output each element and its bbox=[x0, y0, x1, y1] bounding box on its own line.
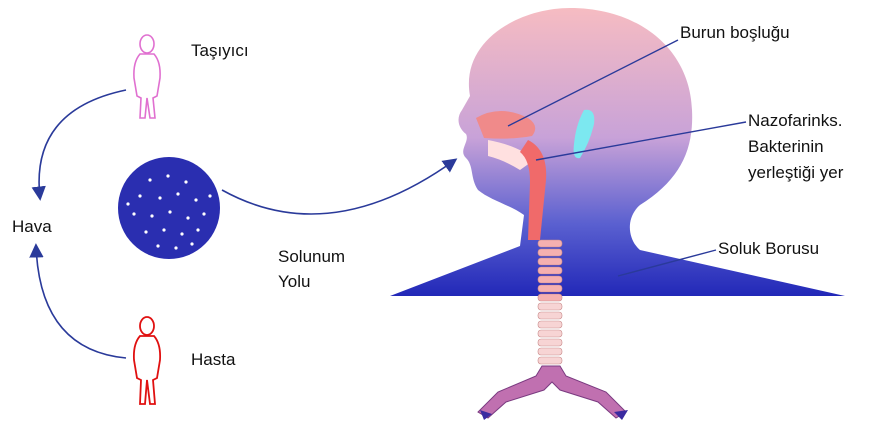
droplet-speck bbox=[144, 230, 147, 233]
droplet-speck bbox=[190, 242, 193, 245]
trachea-ring bbox=[538, 321, 562, 328]
droplet-speck bbox=[166, 174, 169, 177]
droplet-speck bbox=[148, 178, 151, 181]
droplet-speck bbox=[126, 202, 129, 205]
trachea-ring bbox=[538, 285, 562, 292]
label-nasopharynx-3: yerleştiği yer bbox=[748, 162, 843, 184]
trachea-ring bbox=[538, 339, 562, 346]
trachea-ring bbox=[538, 258, 562, 265]
arrow-droplets-to-nose bbox=[222, 160, 455, 214]
droplet-speck bbox=[174, 246, 177, 249]
trachea-ring bbox=[538, 267, 562, 274]
droplet-speck bbox=[168, 210, 171, 213]
trachea-ring bbox=[538, 276, 562, 283]
droplet-speck bbox=[184, 180, 187, 183]
droplet-speck bbox=[196, 228, 199, 231]
label-respiratory-path-1: Solunum bbox=[278, 246, 345, 268]
label-nasopharynx-1: Nazofarinks. bbox=[748, 110, 842, 132]
label-respiratory-path-2: Yolu bbox=[278, 271, 310, 293]
label-nasopharynx-2: Bakterinin bbox=[748, 136, 824, 158]
droplet-speck bbox=[158, 196, 161, 199]
droplet-speck bbox=[132, 212, 135, 215]
droplet-speck bbox=[162, 228, 165, 231]
label-trachea: Soluk Borusu bbox=[718, 238, 819, 260]
trachea-ring bbox=[538, 312, 562, 319]
trachea-ring bbox=[538, 330, 562, 337]
trachea-ring bbox=[538, 303, 562, 310]
carrier-person-icon bbox=[134, 35, 160, 118]
label-carrier: Taşıyıcı bbox=[191, 40, 249, 62]
bronchi bbox=[478, 366, 628, 420]
droplet-speck bbox=[138, 194, 141, 197]
label-nasal-cavity: Burun boşluğu bbox=[680, 22, 790, 44]
droplet-speck bbox=[176, 192, 179, 195]
droplet-speck bbox=[156, 244, 159, 247]
arrow-carrier-to-air bbox=[39, 90, 126, 198]
patient-person-icon bbox=[134, 317, 160, 404]
droplet-speck bbox=[194, 198, 197, 201]
trachea-ring bbox=[538, 357, 562, 364]
label-patient: Hasta bbox=[191, 349, 235, 371]
label-air: Hava bbox=[12, 216, 52, 238]
trachea-ring bbox=[538, 240, 562, 247]
droplet-speck bbox=[150, 214, 153, 217]
trachea-rings bbox=[538, 240, 562, 364]
droplet-speck bbox=[186, 216, 189, 219]
droplet-speck bbox=[180, 232, 183, 235]
trachea-ring bbox=[538, 294, 562, 301]
droplet-speck bbox=[202, 212, 205, 215]
droplet-speck bbox=[208, 194, 211, 197]
trachea-ring bbox=[538, 249, 562, 256]
droplet-disc bbox=[118, 157, 220, 259]
trachea-ring bbox=[538, 348, 562, 355]
arrow-patient-to-air bbox=[36, 246, 126, 358]
